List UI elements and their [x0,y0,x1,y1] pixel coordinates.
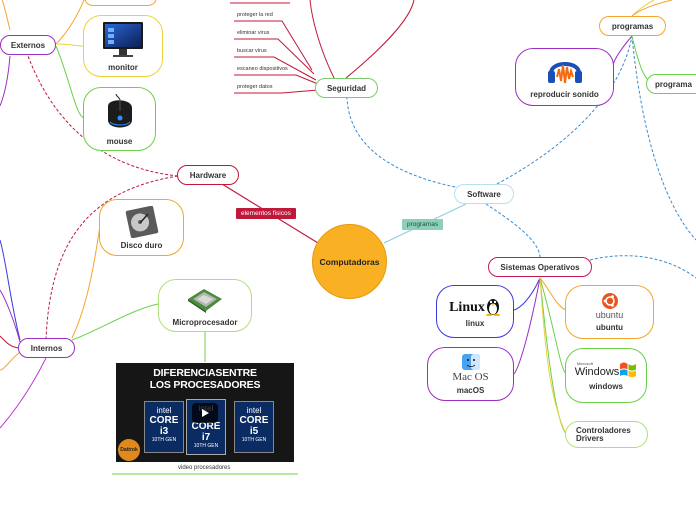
software-node[interactable]: Software [454,184,514,204]
audio-player-card[interactable]: reproducir sonido [515,48,614,106]
internos-label: Internos [30,343,63,353]
cpu-label: Microprocesador [172,317,238,327]
macos-card[interactable]: Mac OS macOS [427,347,514,401]
microsoft-wordmark: Microsoft [576,361,593,366]
monitor-card[interactable]: monitor [83,15,163,77]
drivers-node[interactable]: Controladores Drivers [565,421,648,448]
seguridad-node[interactable]: Seguridad [315,78,378,98]
internos-node[interactable]: Internos [18,338,75,358]
hardware-label: Hardware [189,170,227,180]
video-title-line1: DIFERENCIASENTRE [153,367,257,379]
video-title-line2: LOS PROCESADORES [149,379,261,391]
linux-logo: Linux [449,296,501,316]
hard-drive-card[interactable]: Disco duro [99,199,184,256]
tux-icon [485,298,500,316]
channel-logo: Dattrok [118,439,140,461]
programas-node[interactable]: programas [599,16,666,36]
windows-flag-icon [620,362,637,377]
windows-logo: Microsoft Windows [575,361,638,379]
hard-drive-label: Disco duro [120,240,163,250]
chip-i5: intel CORE i5 10TH GEN [234,401,274,453]
hardware-node[interactable]: Hardware [177,165,239,185]
macos-label: macOS [456,386,485,395]
programa-cut-node[interactable]: programa [646,74,696,94]
relation-tag-software[interactable]: programas [402,219,444,230]
windows-card[interactable]: Microsoft Windows windows [565,348,647,403]
audacity-icon [547,62,582,84]
relation-tag-hardware[interactable]: elementos fisicos [236,208,296,219]
hard-drive-icon [125,205,158,238]
audio-player-label: reproducir sonido [530,90,599,99]
ubuntu-logo-icon [601,293,618,309]
software-label: Software [467,189,501,199]
mouse-label: mouse [106,137,133,146]
macos-wordmark: Mac OS [452,371,489,383]
externos-node[interactable]: Externos [0,35,56,55]
windows-wordmark: Windows [574,366,620,378]
chip-i3: intel CORE i3 10TH GEN [144,401,184,453]
seguridad-item[interactable]: eliminar virus [237,30,270,36]
programa-cut-label: programa [655,79,692,89]
sistemas-node[interactable]: Sistemas Operativos [488,257,592,277]
linux-label: linux [465,318,485,328]
video-caption: video procesadores [178,465,231,471]
seguridad-label: Seguridad [326,83,367,93]
seguridad-item[interactable]: proteger datos [237,84,273,90]
sistemas-label: Sistemas Operativos [500,262,580,272]
seguridad-item[interactable]: escaneo dispositivos [237,66,288,72]
ubuntu-wordmark: ubuntu [595,310,624,320]
mouse-icon [107,93,132,128]
programas-label: programas [611,21,654,31]
mouse-card[interactable]: mouse [83,87,156,151]
drivers-label: Controladores Drivers [576,425,631,443]
cpu-card[interactable]: Microprocesador [158,279,252,332]
ubuntu-label: ubuntu [595,323,624,332]
windows-label: windows [589,381,623,391]
partial-card-top[interactable] [84,0,157,6]
video-thumbnail[interactable]: DIFERENCIASENTRE LOS PROCESADORES intel … [116,363,294,462]
externos-label: Externos [10,40,46,50]
play-button[interactable] [192,403,218,423]
ubuntu-card[interactable]: ubuntu ubuntu [565,285,654,339]
seguridad-item[interactable]: proteger la red [237,12,273,18]
seguridad-item[interactable]: buscar virus [237,48,267,54]
play-icon [202,409,209,417]
linux-card[interactable]: Linux linux [436,285,514,338]
cpu-chip-icon [188,288,222,313]
monitor-label: monitor [108,63,138,72]
finder-icon [461,354,480,370]
monitor-icon [103,22,143,57]
central-topic-label: Computadoras [319,256,380,267]
central-topic[interactable]: Computadoras [312,224,387,299]
